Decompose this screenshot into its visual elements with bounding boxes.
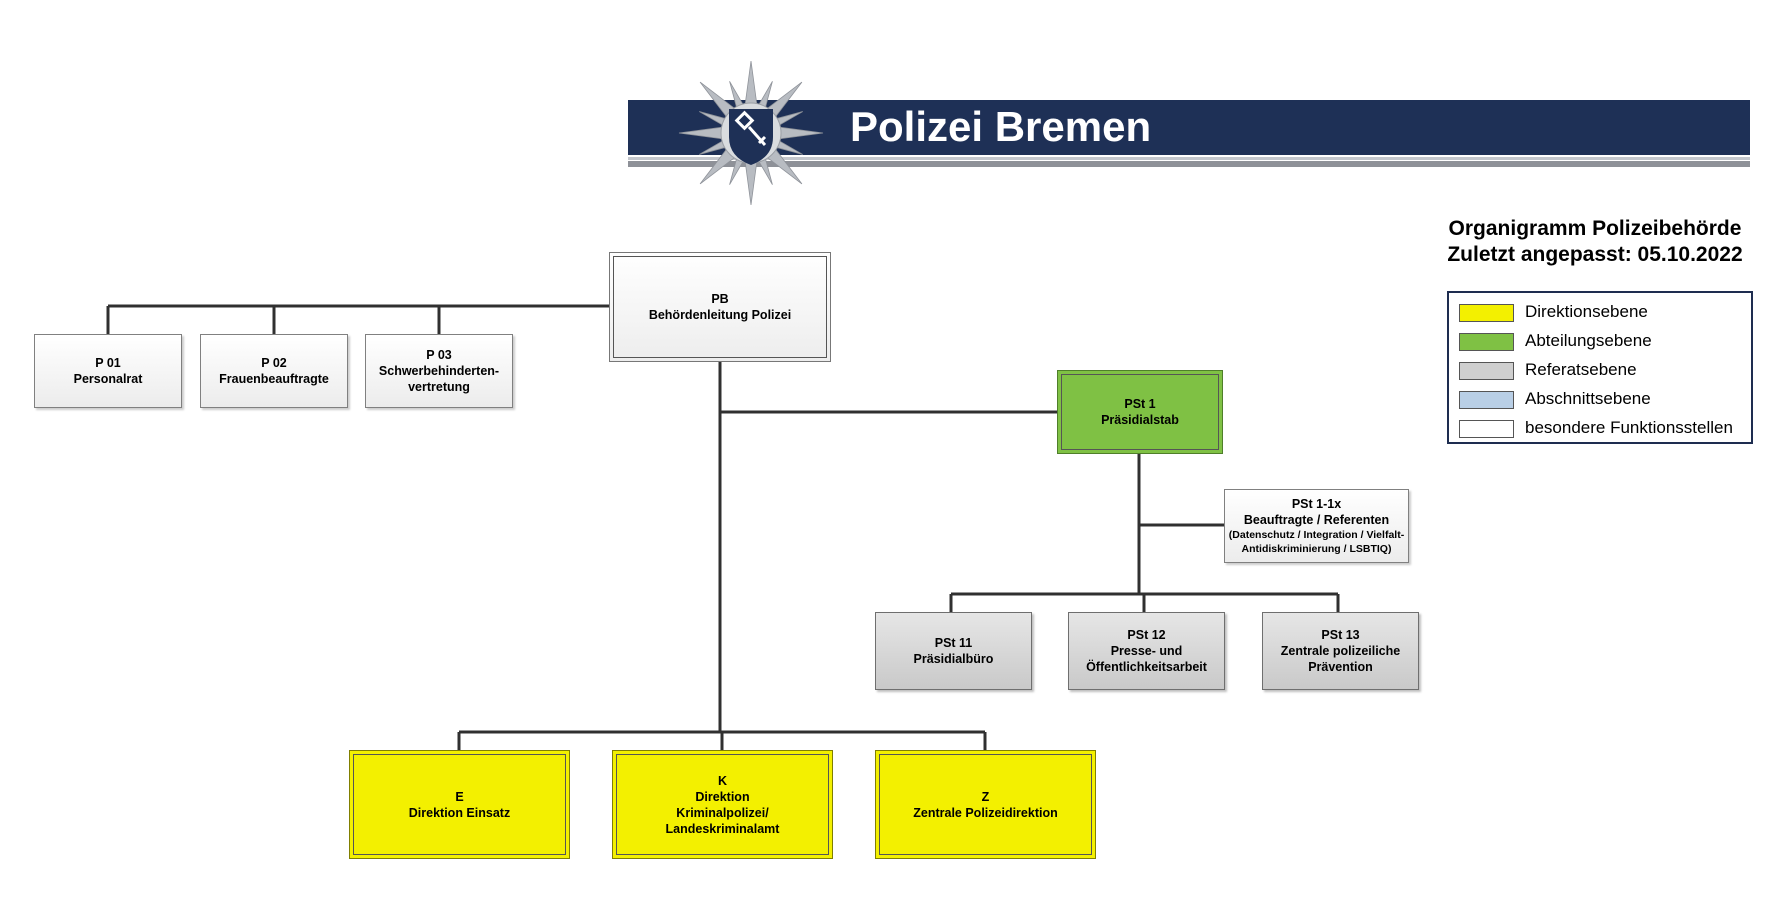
unit-name: Schwerbehinderten-	[378, 364, 500, 378]
legend-label: Abschnittsebene	[1525, 389, 1651, 408]
unit-name: Beauftragte / Referenten	[1243, 513, 1390, 527]
unit-code: PSt 12	[1127, 628, 1166, 642]
brand-title: Polizei Bremen	[850, 103, 1152, 150]
org-unit-pst13[interactable]: PSt 13 Zentrale polizeiliche Prävention	[1262, 612, 1419, 690]
legend-label: besondere Funktionsstellen	[1525, 418, 1733, 437]
org-unit-pst12[interactable]: PSt 12 Presse- und Öffentlichkeitsarbeit	[1068, 612, 1225, 690]
unit-name: Frauenbeauftragte	[219, 372, 329, 386]
unit-code: Z	[981, 789, 990, 804]
org-unit-p03[interactable]: P 03 Schwerbehinderten- vertretung	[365, 334, 513, 408]
unit-code: PSt 13	[1321, 628, 1360, 642]
legend-swatch	[1459, 420, 1514, 438]
banner-stripe	[628, 157, 1750, 160]
subtitle-date: Zuletzt angepasst: 05.10.2022	[1447, 243, 1743, 266]
legend-swatch	[1459, 362, 1514, 380]
org-unit-p01[interactable]: P 01 Personalrat	[34, 334, 182, 408]
legend-swatch	[1459, 333, 1514, 351]
unit-name: Zentrale polizeiliche	[1280, 644, 1401, 658]
unit-name: Zentrale Polizeidirektion	[913, 805, 1058, 820]
unit-name: Direktion	[695, 789, 750, 804]
unit-code: PSt 11	[934, 636, 973, 650]
unit-name: Direktion Einsatz	[408, 805, 511, 820]
org-unit-k[interactable]: K Direktion Kriminalpolizei/ Landeskrimi…	[612, 750, 833, 859]
org-unit-p02[interactable]: P 02 Frauenbeauftragte	[200, 334, 348, 408]
legend-swatch	[1459, 391, 1514, 409]
title-line: Organigramm Polizeibehörde	[1448, 217, 1742, 240]
unit-name: Prävention	[1308, 660, 1373, 674]
unit-code: PSt 1	[1124, 397, 1156, 411]
unit-code: PB	[711, 292, 729, 306]
unit-name: Präsidialstab	[1101, 413, 1179, 427]
banner-stripe	[628, 161, 1750, 167]
unit-detail: Antidiskriminierung / LSBTIQ)	[1241, 543, 1392, 555]
unit-name: Presse- und	[1110, 644, 1183, 658]
org-unit-e[interactable]: E Direktion Einsatz	[349, 750, 570, 859]
unit-name: Behördenleitung Polizei	[648, 308, 792, 322]
police-star-logo	[678, 60, 824, 206]
legend-label: Referatsebene	[1525, 360, 1637, 379]
unit-name: Personalrat	[73, 372, 143, 386]
org-unit-pst11[interactable]: PSt 11 Präsidialbüro	[875, 612, 1032, 690]
legend-item-abschnittsebene: Abschnittsebene	[1457, 387, 1747, 411]
legend-item-funktionsstellen: besondere Funktionsstellen	[1457, 416, 1747, 440]
legend-item-abteilungsebene: Abteilungsebene	[1457, 329, 1747, 353]
org-unit-pb[interactable]: PB Behördenleitung Polizei	[609, 252, 831, 362]
unit-code: P 02	[261, 356, 287, 370]
unit-code: E	[455, 789, 464, 804]
legend: Direktionsebene Abteilungsebene Referats…	[1447, 291, 1753, 444]
legend-label: Abteilungsebene	[1525, 331, 1652, 350]
unit-detail: (Datenschutz / Integration / Vielfalt-	[1228, 529, 1405, 541]
unit-name: Kriminalpolizei/	[676, 805, 769, 820]
unit-code: K	[717, 773, 728, 788]
unit-name: Landeskriminalamt	[665, 821, 780, 836]
unit-name: vertretung	[408, 380, 470, 394]
legend-label: Direktionsebene	[1525, 302, 1648, 321]
legend-swatch	[1459, 304, 1514, 322]
org-unit-pst1[interactable]: PSt 1 Präsidialstab	[1057, 370, 1223, 454]
legend-item-direktionsebene: Direktionsebene	[1457, 300, 1747, 324]
legend-item-referatsebene: Referatsebene	[1457, 358, 1747, 382]
document-title: Organigramm Polizeibehörde Zuletzt angep…	[1420, 216, 1770, 268]
unit-code: P 01	[95, 356, 121, 370]
unit-code: P 03	[426, 348, 452, 362]
unit-code: PSt 1-1x	[1291, 497, 1342, 511]
org-unit-pst1-1x[interactable]: PSt 1-1x Beauftragte / Referenten (Daten…	[1224, 489, 1409, 563]
header-banner	[628, 100, 1750, 155]
unit-name: Öffentlichkeitsarbeit	[1086, 660, 1207, 674]
org-unit-z[interactable]: Z Zentrale Polizeidirektion	[875, 750, 1096, 859]
unit-name: Präsidialbüro	[913, 652, 994, 666]
